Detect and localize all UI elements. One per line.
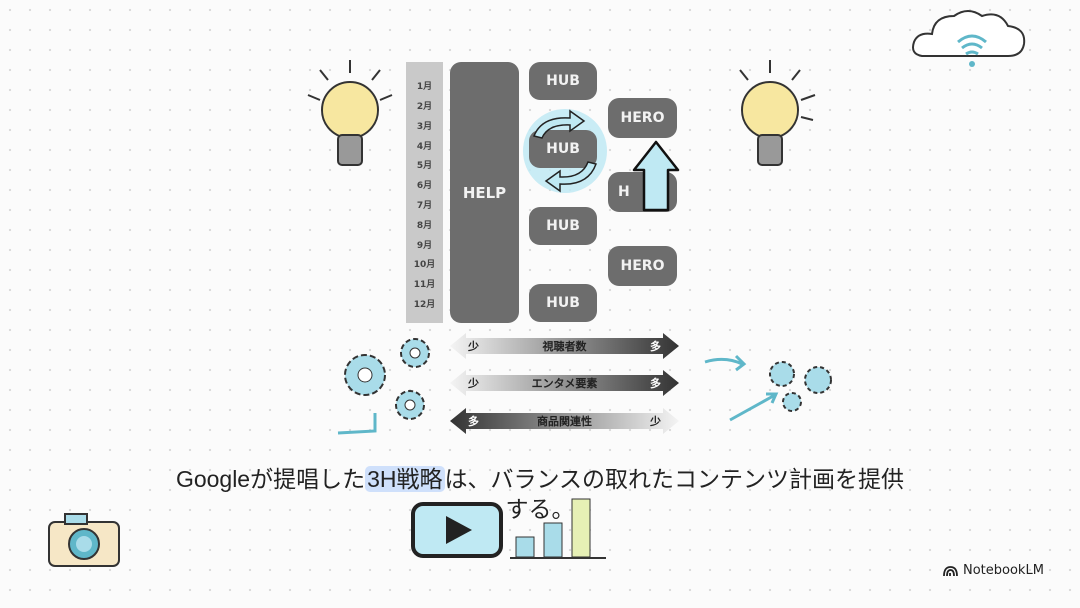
scale-title: 商品関連性: [537, 415, 592, 428]
notebooklm-logo: NotebookLM: [943, 563, 1044, 578]
month-label: 10月: [413, 260, 436, 270]
month-column: 1月 2月 3月 4月 5月 6月 7月 8月 9月 10月 11月 12月: [406, 62, 443, 323]
caption-text: は、バランスの取れたコンテンツ計画を提供: [444, 466, 905, 492]
month-label: 4月: [416, 142, 433, 152]
scale-arrow-entertainment: 少 エンタメ要素 多: [450, 370, 679, 396]
gears-right-icon: [704, 354, 832, 422]
up-arrow-icon: [632, 140, 680, 212]
video-play-icon: [411, 502, 503, 558]
scale-title: 視聴者数: [542, 340, 587, 353]
logo-text: NotebookLM: [963, 563, 1044, 578]
notebooklm-icon: [943, 565, 958, 576]
scale-left-label: 少: [468, 340, 479, 353]
caption-text: Googleが提唱した: [175, 466, 366, 492]
scale-title: エンタメ要素: [531, 377, 598, 390]
month-label: 12月: [413, 300, 436, 310]
month-label: 9月: [416, 241, 433, 251]
month-label: 8月: [416, 221, 433, 231]
lightbulb-right-icon: [739, 60, 816, 166]
scale-arrow-product-relevance: 多 商品関連性 少: [450, 408, 679, 434]
month-label: 5月: [416, 161, 433, 171]
scale-arrow-viewers: 少 視聴者数 多: [450, 333, 679, 359]
cycle-arrows-icon: [532, 109, 597, 193]
hub-block: HUB: [529, 284, 597, 322]
month-label: 11月: [413, 280, 436, 290]
hub-block: HUB: [529, 207, 597, 245]
cloud-wifi-icon: [912, 10, 1026, 67]
gears-left-icon: [337, 338, 430, 435]
caption-highlight: 3H戦略: [365, 466, 445, 492]
hub-block: HUB: [529, 62, 597, 100]
scale-right-label: 少: [650, 415, 661, 428]
month-label: 1月: [416, 82, 433, 92]
caption-line-1: Googleが提唱した3H戦略は、バランスの取れたコンテンツ計画を提供: [60, 464, 1020, 494]
lightbulb-left-icon: [307, 60, 393, 166]
scale-right-label: 多: [650, 377, 661, 390]
camera-icon: [48, 513, 120, 567]
scale-right-label: 多: [650, 340, 661, 353]
month-label: 2月: [416, 102, 433, 112]
bar-chart-icon: [510, 498, 606, 559]
hero-block: HERO: [608, 246, 677, 286]
month-label: 7月: [416, 201, 433, 211]
caption-line-2: する。: [505, 496, 575, 522]
scale-left-label: 多: [468, 415, 479, 428]
month-label: 6月: [416, 181, 433, 191]
month-label: 3月: [416, 122, 433, 132]
help-block: HELP: [450, 62, 519, 323]
hero-block: HERO: [608, 98, 677, 138]
scale-left-label: 少: [468, 377, 479, 390]
